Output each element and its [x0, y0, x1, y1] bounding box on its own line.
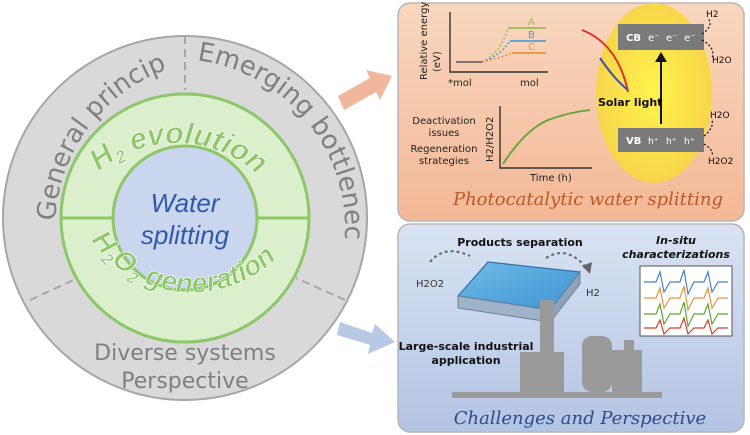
ring-dividers: [29, 36, 346, 301]
yield-curve: [502, 109, 591, 165]
industrial-line2: application: [431, 354, 500, 367]
solar-light-label: Solar light: [598, 96, 662, 109]
yield-curve-plot: H2/H2O2 Time (h): [485, 106, 592, 184]
cb-label: CB: [626, 33, 641, 44]
arrow-to-top-panel: [338, 70, 392, 110]
hole-2: h⁺: [666, 137, 677, 147]
top-panel-title: Photocatalytic water splitting: [452, 189, 723, 210]
regeneration-line2: strategies: [419, 156, 469, 167]
spectrum-blue: [644, 269, 728, 296]
left-product-label: H2O2: [416, 279, 444, 290]
spectrum-red: [644, 316, 728, 336]
insitu-spectra: [639, 265, 733, 337]
h2o-label-top: H2O: [712, 56, 732, 66]
band-diagram: CB e⁻ e⁻ e⁻ VB h⁺ h⁺ h⁺ Solar light H2 H…: [581, 3, 733, 183]
challenges-panel: Products separation In-situ characteriza…: [397, 223, 745, 433]
h2o-arrow-bottom: [703, 119, 713, 137]
curve-axes: [499, 106, 592, 169]
valence-band: [618, 128, 704, 152]
curve-ylabel: H2/H2O2: [485, 117, 496, 162]
insitu-line2: characterizations: [622, 248, 730, 261]
h2o2-label: H2O2: [708, 157, 733, 167]
right-product-label: H2: [586, 288, 600, 299]
h2o2-arrow: [703, 143, 713, 157]
conduction-band: [618, 24, 704, 50]
energy-label-b: B: [528, 30, 535, 41]
plant-building-right: [612, 350, 642, 392]
deactivation-line1: Deactivation: [412, 116, 475, 127]
electron-1: e⁻: [648, 33, 659, 44]
separation-arrow-left: [429, 250, 471, 263]
plant-building-left: [520, 352, 564, 392]
energy-plot: Relative energy (eV) A B C *mol mol: [419, 2, 548, 89]
electron-2: e⁻: [666, 33, 677, 44]
center-circle: [111, 144, 259, 292]
energy-x-right: mol: [520, 78, 539, 89]
industrial-line1: Large-scale industrial: [399, 340, 534, 353]
h2o-label-bottom: H2O: [710, 111, 730, 121]
energy-path-b: [481, 40, 511, 63]
arrow-to-bottom-panel: [337, 322, 395, 354]
energy-path-a: [481, 27, 509, 63]
hole-3: h⁺: [684, 137, 695, 147]
energy-ylabel-1: Relative energy: [419, 2, 430, 80]
products-separation-label: Products separation: [457, 236, 582, 249]
bottom-panel-title: Challenges and Perspective: [454, 408, 706, 429]
spectrum-orange: [644, 285, 728, 312]
energy-ylabel-2: (eV): [432, 51, 443, 72]
regeneration-line1: Regeneration: [410, 144, 477, 155]
center-splitting-label: splitting: [141, 220, 230, 250]
diverse-systems-label: Diverse systems: [94, 341, 276, 366]
center-water-label: Water: [151, 188, 221, 218]
industrial-plant: [452, 300, 662, 398]
energy-label-c: C: [528, 42, 535, 53]
energy-path-c: [481, 52, 513, 63]
excitation-arrowhead: [655, 52, 667, 62]
energy-label-a: A: [528, 17, 535, 28]
h2-label: H2: [706, 10, 719, 20]
connector-arrows: [337, 70, 395, 354]
plant-ground: [452, 392, 662, 398]
plant-vent: [624, 340, 634, 352]
hole-1: h⁺: [648, 137, 659, 147]
separation-arrowhead: [582, 262, 592, 274]
perspective-label: Perspective: [121, 369, 248, 394]
spectrum-green: [644, 301, 728, 328]
vb-label: VB: [626, 136, 641, 147]
water-splitting-ring: General principles Emerging bottlenecks …: [0, 0, 368, 401]
energy-axes: [449, 12, 548, 73]
curve-xlabel: Time (h): [529, 173, 572, 184]
solar-ray-red: [581, 29, 629, 93]
insitu-line1: In-situ: [656, 234, 696, 247]
plant-tank: [582, 336, 612, 392]
h2o-arrow-top: [701, 39, 714, 59]
energy-x-left: *mol: [448, 78, 472, 89]
deactivation-line2: issues: [429, 128, 460, 139]
photocatalytic-panel: Relative energy (eV) A B C *mol mol Deac…: [397, 2, 745, 222]
solar-ray-purple: [599, 57, 629, 91]
electron-3: e⁻: [684, 33, 695, 44]
